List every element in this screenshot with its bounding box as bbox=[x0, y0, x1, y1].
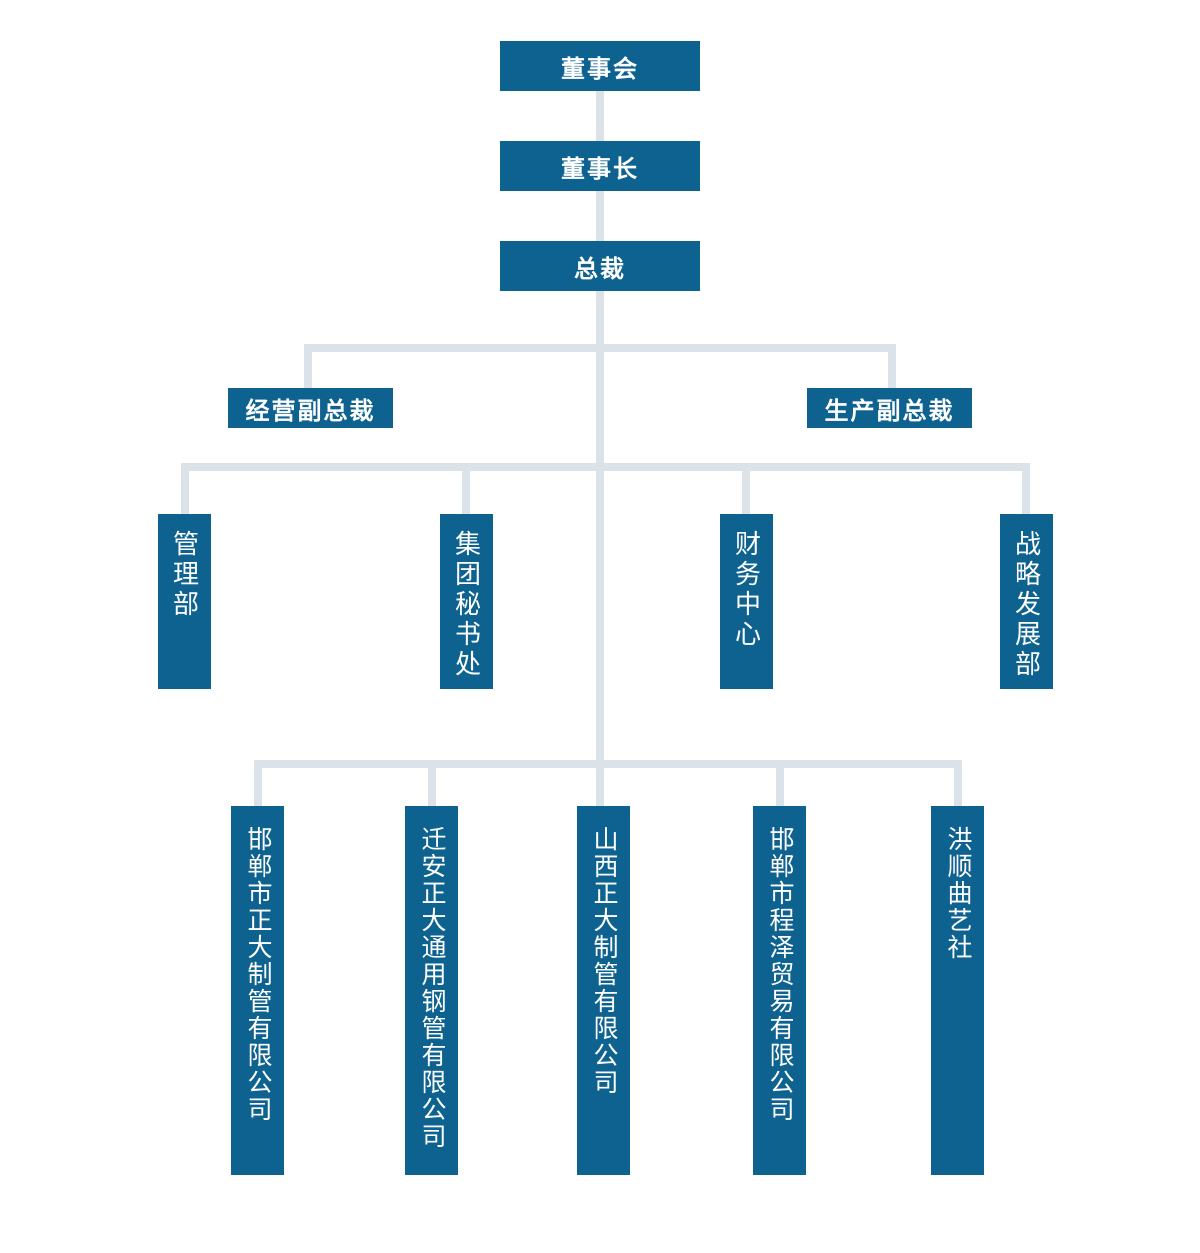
org-node-sub-hongshun-quyi-club: 洪顺曲艺社 bbox=[931, 806, 984, 1175]
connector-vp-branch-line bbox=[304, 344, 896, 352]
org-node-label: 财务中心 bbox=[731, 530, 762, 650]
connector-subsidiary-branch-line bbox=[254, 760, 962, 768]
connector-vp-operations-drop bbox=[304, 352, 312, 388]
connector-dept-secretariat-drop bbox=[462, 471, 470, 514]
org-node-label: 邯郸市程泽贸易有限公司 bbox=[766, 826, 794, 1123]
connector-chairman-to-president bbox=[596, 191, 604, 241]
connector-subsidiary-4-drop bbox=[776, 768, 784, 806]
org-node-board: 董事会 bbox=[500, 41, 700, 91]
org-node-label: 战略发展部 bbox=[1011, 530, 1042, 680]
org-node-chairman: 董事长 bbox=[500, 141, 700, 191]
org-node-dept-strategy: 战略发展部 bbox=[1000, 514, 1053, 689]
org-node-label: 洪顺曲艺社 bbox=[944, 826, 972, 961]
connector-subsidiary-2-drop bbox=[428, 768, 436, 806]
connector-dept-finance-drop bbox=[742, 471, 750, 514]
org-node-dept-finance-center: 财务中心 bbox=[720, 514, 773, 689]
connector-department-branch-line bbox=[181, 463, 1030, 471]
org-node-sub-handan-zhengda-pipe: 邯郸市正大制管有限公司 bbox=[231, 806, 284, 1175]
org-node-vp-operations: 经营副总裁 bbox=[228, 388, 393, 428]
org-node-sub-shanxi-zhengda-pipe: 山西正大制管有限公司 bbox=[577, 806, 630, 1175]
org-node-sub-handan-chengze-trading: 邯郸市程泽贸易有限公司 bbox=[753, 806, 806, 1175]
org-node-sub-qianan-zhengda-steel-pipe: 迁安正大通用钢管有限公司 bbox=[405, 806, 458, 1175]
connector-dept-strategy-drop bbox=[1022, 471, 1030, 514]
connector-board-to-chairman bbox=[596, 91, 604, 141]
connector-subsidiary-5-drop bbox=[954, 768, 962, 806]
org-node-label: 迁安正大通用钢管有限公司 bbox=[418, 826, 446, 1150]
org-node-dept-secretariat: 集团秘书处 bbox=[440, 514, 493, 689]
org-node-label: 管理部 bbox=[169, 530, 200, 620]
connector-subsidiary-1-drop bbox=[254, 768, 262, 806]
connector-dept-management-drop bbox=[181, 471, 189, 514]
connector-president-spine bbox=[596, 291, 604, 768]
org-node-president: 总裁 bbox=[500, 241, 700, 291]
connector-subsidiary-3-drop bbox=[596, 768, 604, 806]
org-node-label: 集团秘书处 bbox=[451, 530, 482, 680]
org-node-vp-production: 生产副总裁 bbox=[807, 388, 972, 428]
org-node-label: 邯郸市正大制管有限公司 bbox=[244, 826, 272, 1123]
connector-vp-production-drop bbox=[888, 352, 896, 388]
org-node-dept-management: 管理部 bbox=[158, 514, 211, 689]
org-node-label: 山西正大制管有限公司 bbox=[590, 826, 618, 1096]
